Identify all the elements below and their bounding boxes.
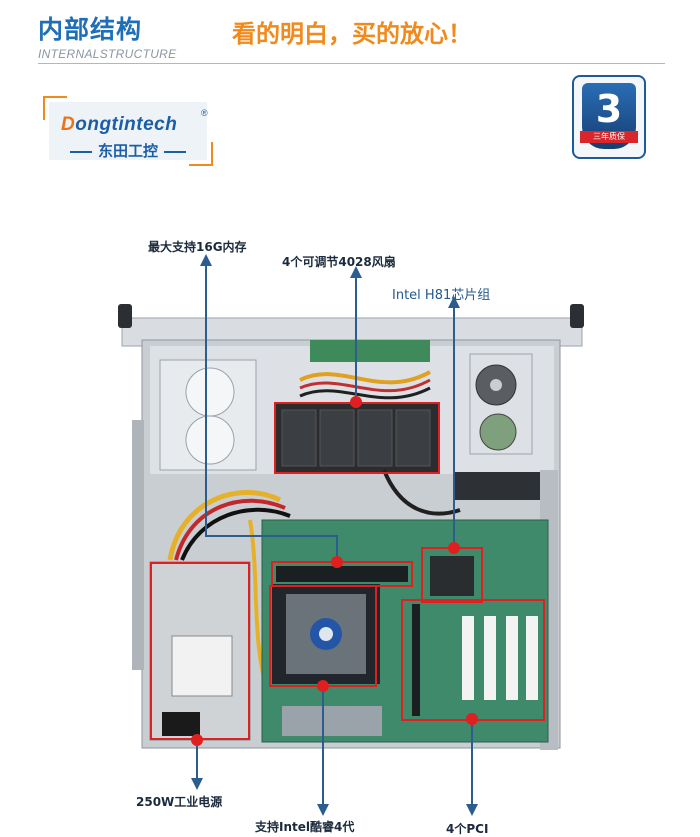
psu-label: 250W工业电源 xyxy=(136,795,223,809)
power-supply xyxy=(149,561,251,741)
arrow-up-icon xyxy=(350,266,362,278)
shield-icon: 3 三年质保 xyxy=(580,83,638,149)
brand-logo: Dongtintech ® 东田工控 xyxy=(43,96,213,166)
arrow-down-icon xyxy=(191,778,203,790)
vent-holes xyxy=(159,353,533,471)
registered-mark: ® xyxy=(201,108,208,118)
slogan: 看的明白，买的放心！ xyxy=(232,20,472,48)
fans-label: 4个可调节4028风扇 xyxy=(282,255,396,269)
arrow-down-icon xyxy=(317,804,329,816)
cpu-label: 支持Intel酷睿4代 xyxy=(255,820,355,834)
logo-wordmark: Dongtintech xyxy=(61,114,178,135)
logo-corner-top-left xyxy=(43,96,67,120)
memory-callout xyxy=(205,264,338,562)
motherboard xyxy=(261,519,549,743)
arrow-down-icon xyxy=(466,804,478,816)
logo-box: Dongtintech ® 东田工控 xyxy=(49,102,208,161)
pci-label: 4个PCI xyxy=(446,822,489,836)
arrow-up-icon xyxy=(200,254,212,266)
callout-dots xyxy=(191,396,478,746)
section-title: 内部结构 xyxy=(38,15,143,44)
arrow-up-icon xyxy=(448,296,460,308)
header: 内部结构 看的明白，买的放心！ INTERNALSTRUCTURE xyxy=(0,0,700,70)
warranty-text: 三年质保 xyxy=(580,131,638,143)
memory-label: 最大支持16G内存 xyxy=(148,240,247,254)
warranty-badge: 3 三年质保 xyxy=(572,75,646,159)
arrow-heads xyxy=(191,254,478,816)
callout-lines xyxy=(196,264,473,806)
header-divider xyxy=(38,63,665,64)
section-subtitle: INTERNALSTRUCTURE xyxy=(38,47,177,61)
wiring xyxy=(167,469,540,701)
warranty-years: 3 xyxy=(595,87,623,131)
chipset-label: Intel H81芯片组 xyxy=(392,288,491,303)
logo-corner-bottom-right xyxy=(189,142,213,166)
fan-array xyxy=(276,340,438,472)
logo-chinese: 东田工控 xyxy=(49,140,207,161)
